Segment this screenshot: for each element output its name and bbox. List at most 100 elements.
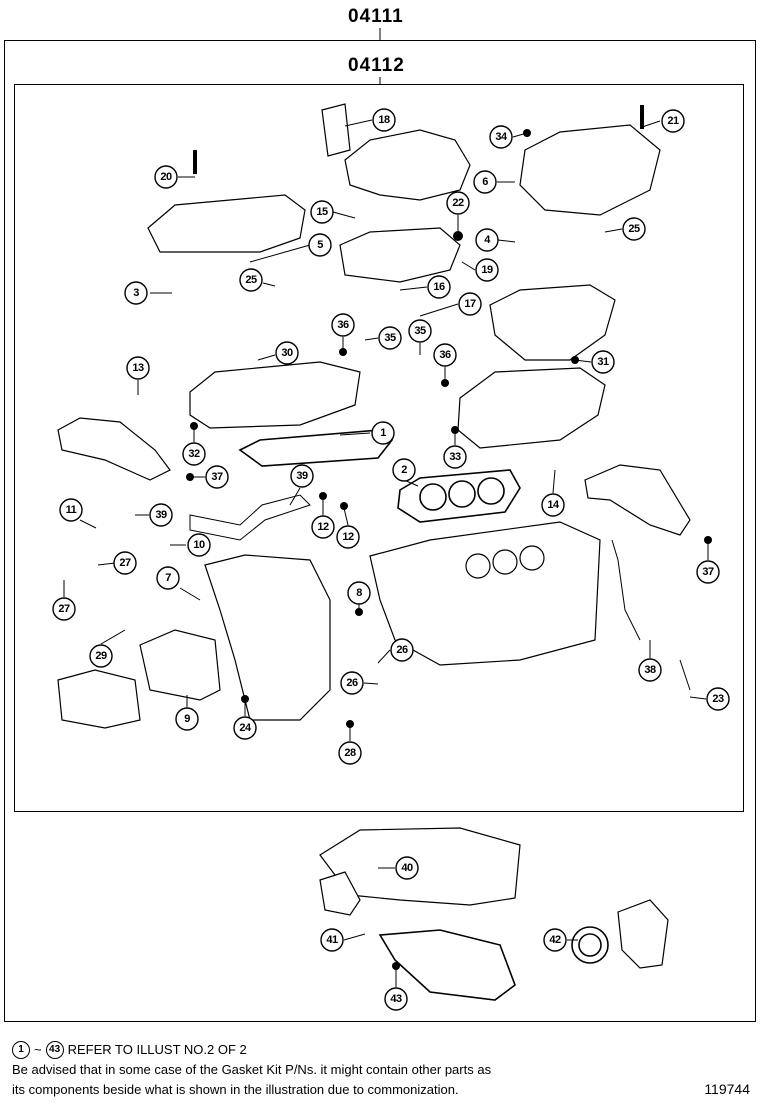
callout-label: 10 [193,539,205,551]
fastener-marks [186,105,712,970]
throttle-body-drawing [321,103,351,157]
advisory-line-2: its components beside what is shown in t… [12,1082,459,1097]
callout-23: 23 [706,687,730,711]
callout-30: 30 [275,341,299,365]
callout-label: 41 [326,934,338,946]
dipstick-tube-drawing [679,659,691,691]
callout-37b: 37 [696,560,720,584]
illustration-number: 119744 [704,1081,750,1097]
outer-kit-code: 04111 [348,6,404,27]
callout-label: 4 [484,234,491,246]
callout-label: 6 [482,176,488,188]
ref-start-bubble: 1 [12,1041,30,1059]
oil-pan-gasket-drawing [378,929,516,1001]
callout-41: 41 [320,928,344,952]
callout-label: 13 [132,362,144,374]
outer-kit-frame [4,40,756,1022]
callout-37a: 37 [205,465,229,489]
callout-4: 4 [475,228,499,252]
callout-label: 26 [396,644,408,656]
callout-20: 20 [154,165,178,189]
callout-label: 27 [119,557,131,569]
callout-label: 25 [245,274,257,286]
callout-label: 29 [95,650,107,662]
callout-label: 1 [380,427,386,439]
callouts: 1 2 3 4 5 6 7 8 9 10 11 12 12 13 14 15 1… [52,108,730,1011]
callout-label: 21 [667,115,679,127]
callout-39b: 39 [290,464,314,488]
ref-text: REFER TO ILLUST NO.2 OF 2 [67,1042,247,1057]
callout-43: 43 [384,987,408,1011]
head-gasket-drawing [397,469,521,523]
callout-label: 18 [378,114,390,126]
callout-18: 18 [372,108,396,132]
callout-35b: 35 [408,319,432,343]
oil-strainer-drawing [319,871,361,916]
callout-label: 8 [356,587,362,599]
callout-13: 13 [126,356,150,380]
callout-27a: 27 [113,551,137,575]
intake-manifold-drawing [344,129,471,201]
callout-label: 23 [712,693,724,705]
callout-5: 5 [308,233,332,257]
callout-17: 17 [458,292,482,316]
callout-label: 39 [155,509,167,521]
right-cylinder-head-drawing [457,367,606,449]
reference-note: 1 ~ 43 REFER TO ILLUST NO.2 OF 2 [12,1040,752,1060]
callout-label: 37 [211,471,223,483]
callout-label: 2 [401,464,407,476]
inner-kit-frame [14,84,744,812]
callout-label: 26 [346,677,358,689]
timing-cover-drawing [204,554,331,721]
callout-26b: 26 [340,671,364,695]
callout-label: 30 [281,347,293,359]
callout-8: 8 [347,581,371,605]
callout-label: 15 [316,206,328,218]
callout-34: 34 [489,125,513,149]
callout-label: 17 [464,298,476,310]
callout-label: 35 [384,332,396,344]
callout-label: 43 [390,993,402,1005]
callout-label: 28 [344,747,356,759]
rear-seal-retainer-drawing [617,899,669,969]
callout-9: 9 [175,707,199,731]
callout-3: 3 [124,281,148,305]
callout-label: 42 [549,934,561,946]
callout-21: 21 [661,109,685,133]
callout-label: 25 [628,223,640,235]
callout-label: 12 [317,521,329,533]
oil-pan-upper-drawing [319,827,521,906]
callout-11: 11 [59,498,83,522]
callout-15: 15 [310,200,334,224]
callout-28: 28 [338,741,362,765]
callout-label: 19 [481,264,493,276]
callout-31: 31 [591,350,615,374]
callout-36b: 36 [433,343,457,367]
intake-plenum-drawing [339,227,461,283]
callout-38: 38 [638,658,662,682]
callout-label: 37 [702,566,714,578]
ref-end-bubble: 43 [45,1041,64,1059]
callout-label: 35 [414,325,426,337]
callout-label: 9 [184,713,190,725]
water-pipe-drawing [189,494,311,541]
left-head-gasket-drawing [238,429,394,467]
callout-label: 27 [58,603,70,615]
callout-25b: 25 [622,217,646,241]
callout-2: 2 [392,458,416,482]
callout-33: 33 [443,445,467,469]
front-cover-drawing [57,669,141,729]
callout-label: 20 [160,171,172,183]
left-cylinder-head-drawing [189,361,361,429]
inner-kit-code: 04112 [348,55,405,76]
dipstick-drawing [611,539,641,641]
callout-39a: 39 [149,503,173,527]
callout-36a: 36 [331,313,355,337]
callout-label: 31 [597,356,609,368]
callout-label: 36 [439,349,451,361]
callout-7: 7 [156,566,180,590]
callout-label: 32 [188,448,200,460]
callout-27b: 27 [52,597,76,621]
advisory-line-1: Be advised that in some case of the Gask… [12,1062,492,1077]
